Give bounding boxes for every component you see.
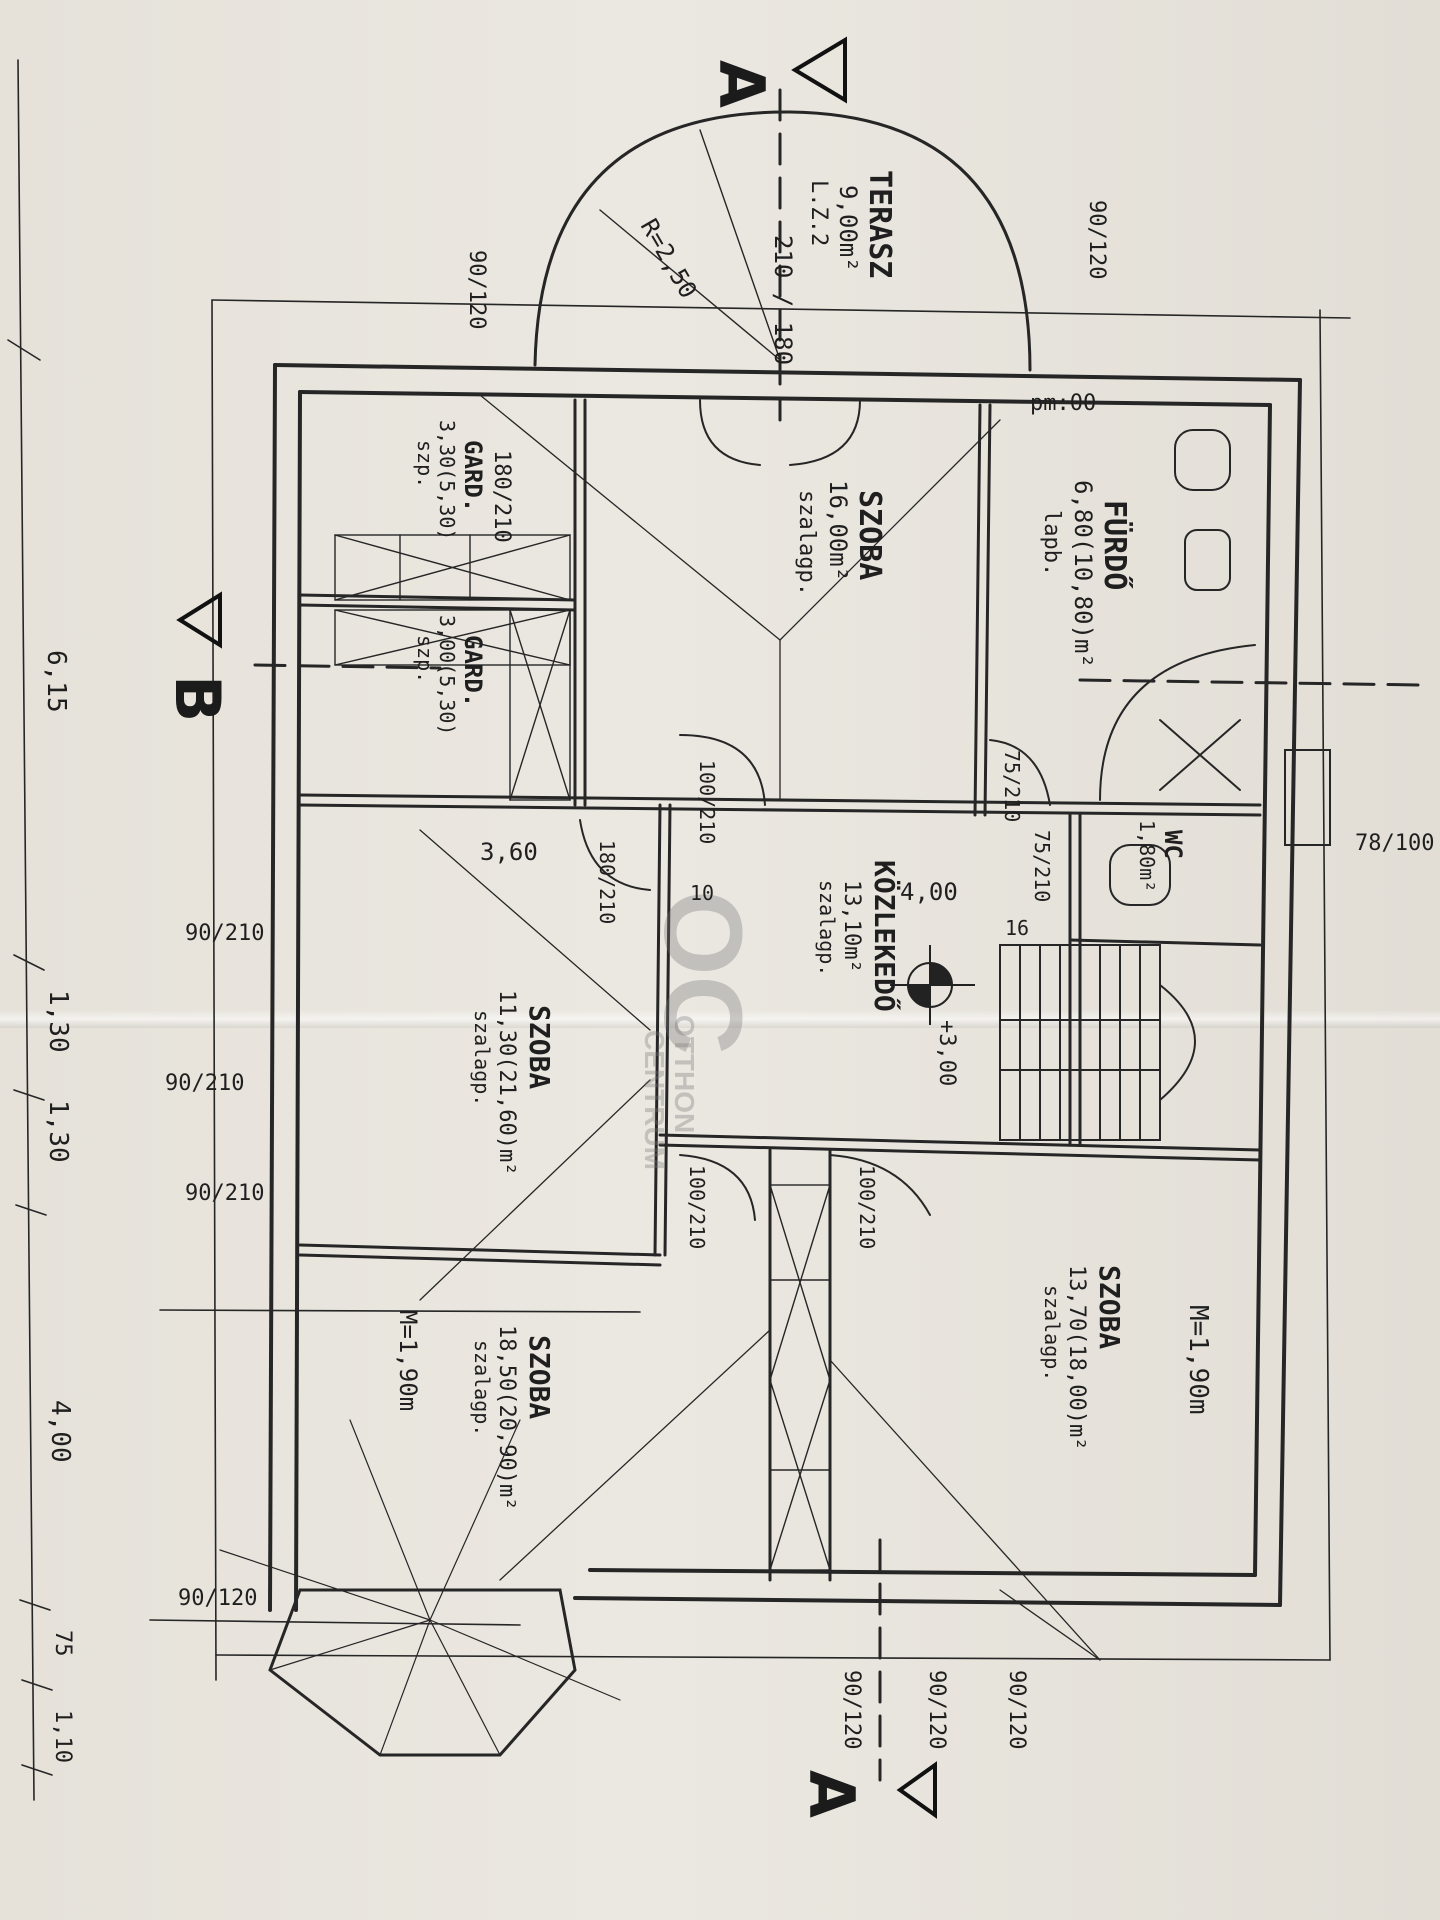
dim-chain-2: 1,30 (43, 990, 73, 1053)
kozlekedo-name: KÖZLEKEDŐ (868, 860, 902, 1012)
dim-room-width: 3,60 (480, 838, 538, 866)
szoba-br-name: SZOBA (1093, 1265, 1126, 1349)
section-markers: A B A (161, 36, 937, 1819)
gard1-area: 3,30(5,30) (435, 420, 459, 540)
dim-wall-10: 10 (690, 881, 714, 905)
watermark-logo: OC (641, 890, 764, 1055)
bay-window (219, 1419, 621, 1757)
gard2-floor: szp. (413, 635, 437, 683)
dim-door-a: 100/210 (695, 760, 719, 844)
szoba-top-floor: szalagp. (794, 490, 819, 596)
terrace-arc (533, 110, 1032, 372)
dim-chain-6: 1,10 (50, 1710, 75, 1763)
dim-corridor-width: 4,00 (900, 878, 958, 906)
dim-win-8: 90/120 (924, 1670, 949, 1749)
kozlekedo-area: 13,10m² (839, 880, 864, 973)
terasz-note: L.Z.2 (806, 180, 831, 246)
watermark-line2: OTTHON (669, 1015, 700, 1133)
szoba-bl-floor: szalagp. (470, 1340, 494, 1436)
terasz-area: 9,00m² (834, 185, 862, 272)
section-a-top: A (705, 60, 778, 108)
terasz-name: TERASZ (862, 170, 897, 278)
dim-win-1: 90/210 (185, 921, 264, 946)
dim-door-b: 75/210 (1000, 750, 1024, 822)
furdo-name: FÜRDŐ (1097, 500, 1134, 590)
dim-win-3: 90/210 (185, 1181, 264, 1206)
dim-level: +3,00 (934, 1020, 959, 1086)
szoba-br-height: M=1,90m (1183, 1305, 1213, 1415)
kozlekedo-floor: szalagp. (815, 880, 839, 976)
dim-win-4: 90/120 (178, 1586, 257, 1611)
door-swings (579, 399, 1051, 1221)
szoba-mid-floor: szalagp. (470, 1010, 494, 1106)
gard2-name: GARD. (459, 635, 487, 707)
dim-win-2: 90/210 (165, 1071, 244, 1096)
interior-walls (298, 398, 1262, 1582)
dimension-labels: 6,15 1,30 1,30 4,00 75 1,10 3,60 4,00 +3… (41, 200, 1434, 1763)
szoba-br-floor: szalagp. (1040, 1285, 1064, 1381)
szoba-br-area: 13,70(18,00)m² (1064, 1265, 1089, 1450)
staircase (999, 944, 1196, 1141)
otthon-centrum-watermark: OC OTTHON CENTRUM (639, 890, 764, 1170)
level-marker (890, 945, 975, 1025)
dim-door-d: 180/210 (595, 840, 619, 924)
dim-chain-3: 1,30 (43, 1100, 73, 1163)
szoba-mid-name: SZOBA (523, 1005, 556, 1089)
dim-door-c: 75/210 (1030, 830, 1054, 902)
dim-win-7: 90/120 (839, 1670, 864, 1749)
hatched-elements (334, 534, 831, 1571)
szoba-bl-name: SZOBA (523, 1335, 556, 1419)
section-lines (253, 88, 1422, 1782)
dim-win-9: 90/120 (1004, 1670, 1029, 1749)
szoba-top-area: 16,00m² (824, 480, 852, 581)
room-labels: TERASZ 9,00m² L.Z.2 210 / 180 R=2,50 SZO… (394, 170, 1213, 1510)
radius-label: R=2,50 (635, 214, 703, 303)
dim-chain-1: 6,15 (41, 650, 71, 713)
szoba-top-name: SZOBA (852, 490, 887, 580)
watermark-line3: CENTRUM (639, 1030, 670, 1170)
section-b: B (161, 675, 234, 722)
roof-diagonals (419, 394, 1101, 1661)
dim-chain-4: 4,00 (45, 1400, 75, 1463)
dim-terrace-door: 180/210 (489, 450, 514, 543)
bathroom-fixtures (1099, 429, 1331, 906)
dim-wall-16: 16 (1005, 916, 1029, 940)
dim-right-78: 78/100 (1355, 831, 1434, 856)
szoba-bl-height: M=1,90m (394, 1310, 422, 1411)
gard2-area: 3,00(5,30) (435, 615, 459, 735)
szoba-bl-area: 18,50(20,90)m² (494, 1325, 519, 1510)
dim-door-f: 100/210 (855, 1165, 879, 1249)
dim-win-6: 90/120 (464, 250, 489, 329)
szoba-mid-area: 11,30(21,60)m² (494, 990, 519, 1175)
wc-area: 1,80m² (1135, 820, 1159, 892)
exterior-walls (268, 363, 1302, 1612)
furdo-area: 6,80(10,80)m² (1069, 480, 1097, 668)
section-a-bottom: A (795, 1770, 868, 1818)
wc-name: WC (1159, 830, 1187, 859)
dimension-lines (7, 59, 1351, 1801)
furdo-floor: lapb. (1039, 510, 1064, 576)
dim-door-e: 100/210 (685, 1165, 709, 1249)
dim-frame: pm:00 (1030, 391, 1096, 416)
terasz-arc-dims: 210 / 180 (769, 235, 797, 365)
dim-chain-5: 75 (50, 1630, 75, 1657)
dim-win-5: 90/120 (1084, 200, 1109, 279)
gard1-floor: szp. (413, 440, 437, 488)
gard1-name: GARD. (459, 440, 487, 512)
